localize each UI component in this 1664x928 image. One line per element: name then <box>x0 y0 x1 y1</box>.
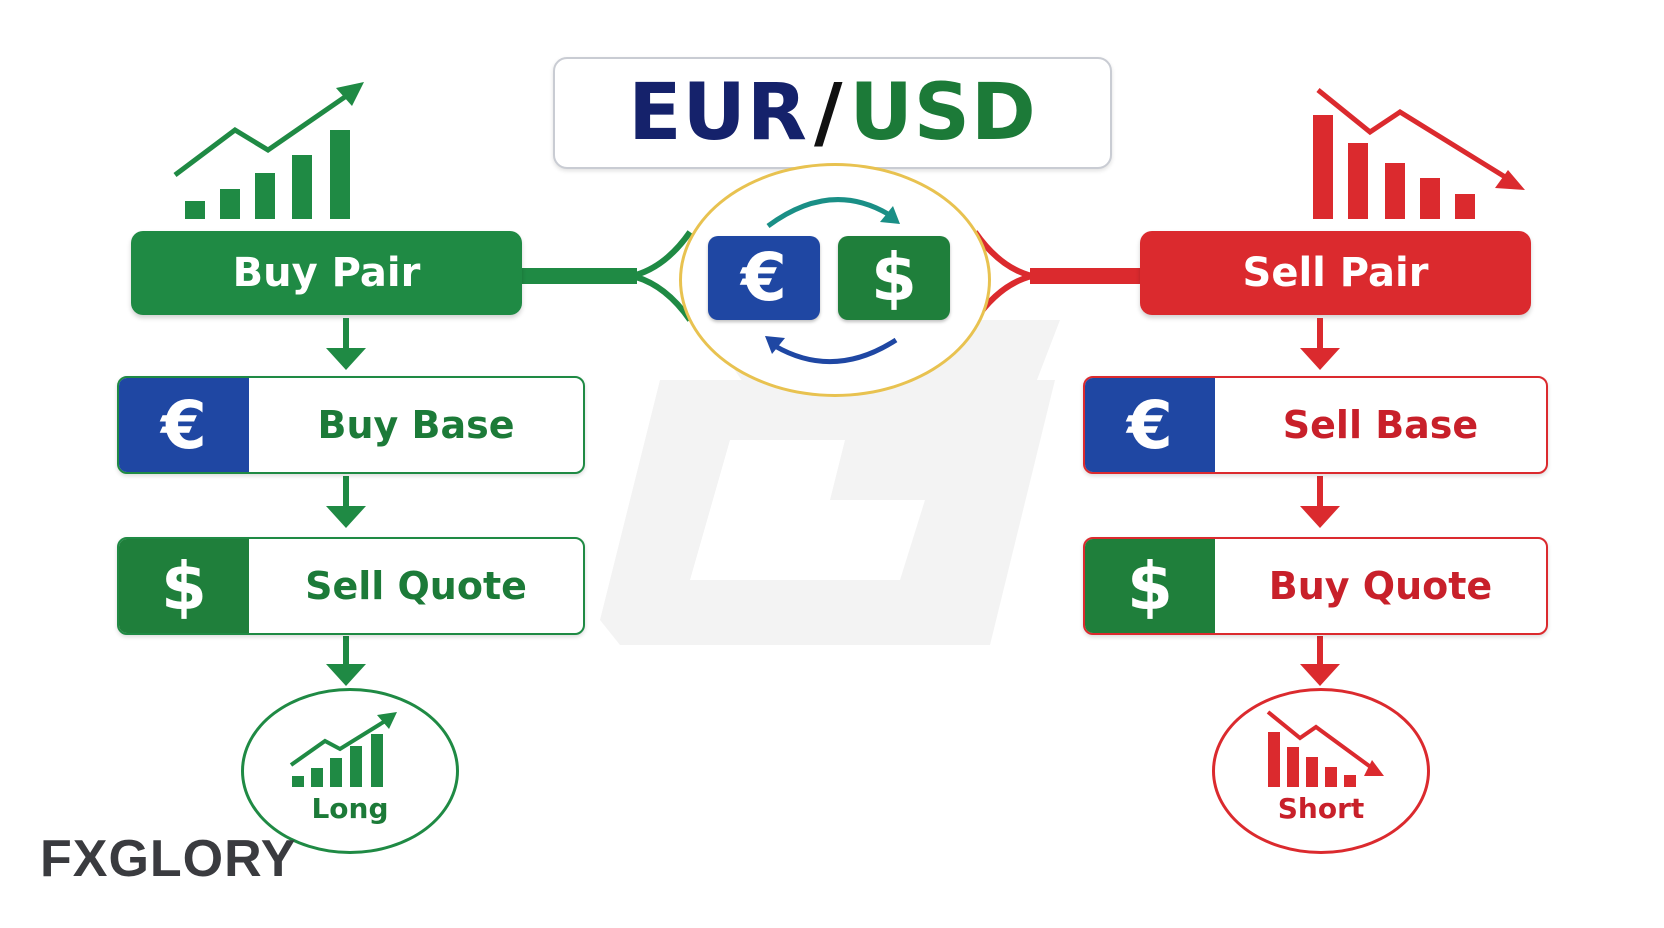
brand-suffix: GLORY <box>108 830 297 888</box>
title-quote-currency: USD <box>849 68 1037 158</box>
dollar-icon: $ <box>1085 539 1215 633</box>
sell-base-label: Sell Base <box>1282 403 1479 447</box>
short-label: Short <box>1277 792 1365 825</box>
buy-quote-label: Buy Quote <box>1268 564 1493 608</box>
brand-logo: FXGLORY <box>40 833 296 885</box>
dollar-tile: $ <box>838 236 950 320</box>
buy-base-step: € Buy Base <box>117 376 585 474</box>
buy-base-label: Buy Base <box>317 403 515 447</box>
buy-quote-step: $ Buy Quote <box>1083 537 1548 635</box>
buy-pair-header: Buy Pair <box>131 231 522 315</box>
dollar-icon: $ <box>119 539 249 633</box>
euro-icon: € <box>119 378 249 472</box>
sell-pair-header: Sell Pair <box>1140 231 1531 315</box>
title-separator: / <box>813 68 844 158</box>
title-base-currency: EUR <box>628 68 808 158</box>
sell-quote-label: Sell Quote <box>305 564 527 608</box>
sell-quote-step: $ Sell Quote <box>117 537 585 635</box>
long-label: Long <box>311 792 389 825</box>
euro-icon: € <box>1085 378 1215 472</box>
short-outcome: Short <box>1212 688 1430 854</box>
euro-tile: € <box>708 236 820 320</box>
brand-prefix: FX <box>40 830 109 888</box>
sell-base-step: € Sell Base <box>1083 376 1548 474</box>
